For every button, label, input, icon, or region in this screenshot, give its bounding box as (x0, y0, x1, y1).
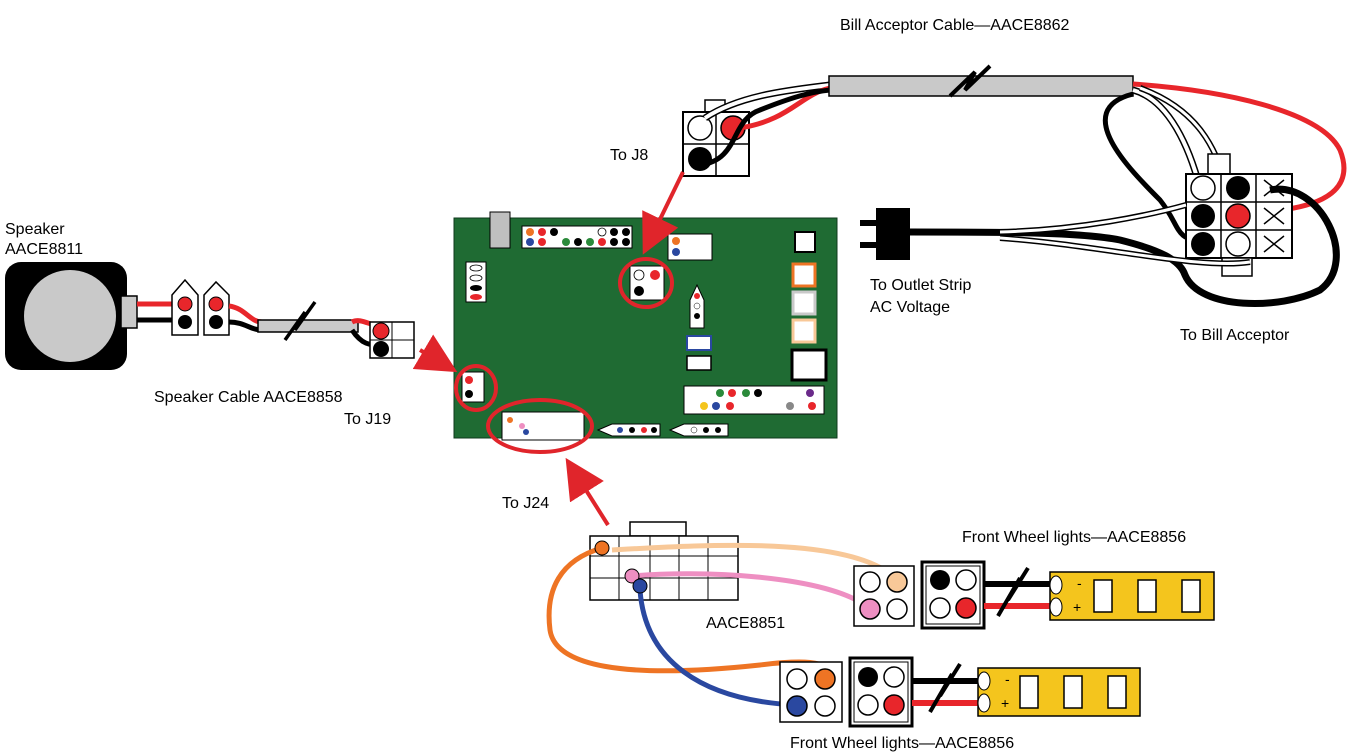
speaker-label-line1: Speaker (5, 221, 65, 238)
ac-plug (860, 208, 910, 260)
front-wheel-bottom-label: Front Wheel lights—AACE8856 (790, 735, 1014, 752)
to-j24-label: To J24 (502, 495, 549, 512)
j19-cable-connector (369, 321, 415, 359)
bill-acceptor-connector (1185, 153, 1293, 277)
led-bottom-plus: + (1001, 695, 1009, 711)
led-top-minus: - (1077, 575, 1082, 591)
to-outlet-label-line2: AC Voltage (870, 299, 950, 316)
to-j8-label: To J8 (610, 147, 648, 164)
to-bill-acceptor-label: To Bill Acceptor (1180, 327, 1290, 344)
speaker (5, 262, 138, 370)
front-wheel-top-label: Front Wheel lights—AACE8856 (962, 529, 1186, 546)
front-wheel-top-connectors (853, 560, 1052, 630)
speaker-label-line2: AACE8811 (5, 241, 83, 258)
highlight-marks (412, 171, 685, 527)
aace8851-harness (546, 521, 897, 708)
led-strip-top (1049, 571, 1215, 621)
led-bottom-minus: - (1005, 671, 1010, 687)
speaker-connector-male (171, 278, 199, 336)
led-strip-bottom (977, 667, 1141, 717)
front-wheel-bottom-connectors (779, 656, 980, 728)
speaker-cable-label: Speaker Cable AACE8858 (154, 389, 343, 406)
to-j19-label: To J19 (344, 411, 391, 428)
bill-acceptor-cable (682, 64, 1347, 307)
bill-cable-label: Bill Acceptor Cable—AACE8862 (840, 17, 1070, 34)
speaker-connector-female (203, 280, 230, 336)
to-outlet-label-line1: To Outlet Strip (870, 277, 971, 294)
led-top-plus: + (1073, 599, 1081, 615)
aace8851-label: AACE8851 (706, 615, 785, 632)
